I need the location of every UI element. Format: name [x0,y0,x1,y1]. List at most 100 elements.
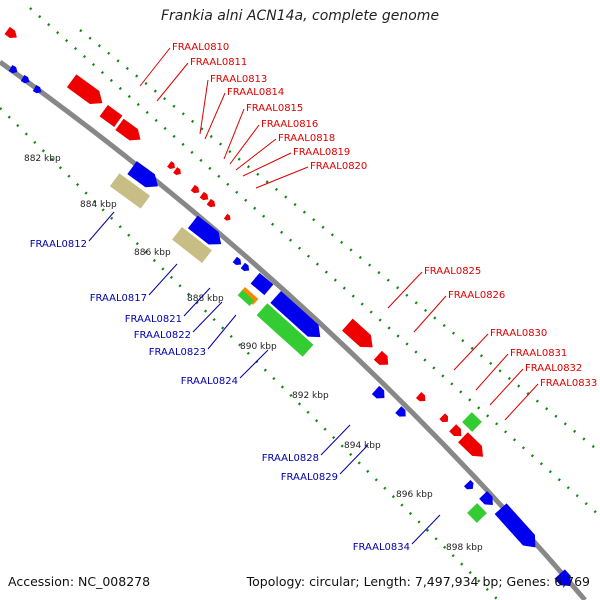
gene-glyph-23 [270,290,321,338]
label-leader-line [156,62,189,102]
gene-glyph-27 [371,385,385,399]
gene-label-top: FRAAL0815 [246,103,303,114]
gene-glyph-8 [127,161,158,188]
gene-glyph-32 [462,412,482,432]
genome-summary-text: Topology: circular; Length: 7,497,934 bp… [246,574,590,589]
gene-glyph-18 [232,256,242,266]
gene-label-top: FRAAL0811 [190,57,247,68]
gene-glyph-29 [415,392,426,402]
gene-label-top: FRAAL0816 [261,119,318,130]
gene-glyph-3 [20,74,30,84]
label-leader-line [489,368,524,406]
kbp-tick-label: 896 kbp [396,490,433,500]
gene-glyph-15 [223,213,231,221]
gene-glyph-36 [467,503,487,523]
label-leader-line [387,271,423,309]
gene-glyph-37 [494,503,536,548]
kbp-tick-label: 888 kbp [187,294,224,304]
gene-label-top: FRAAL0825 [424,266,481,277]
gene-glyph-20 [250,272,274,296]
kbp-tick-label: 898 kbp [446,543,483,553]
label-leader-line [339,444,369,475]
label-leader-line [183,287,211,317]
gene-glyph-26 [373,350,389,365]
gene-label-top: FRAAL0833 [540,378,597,389]
gene-label-top: FRAAL0831 [510,348,567,359]
gene-label-bottom: FRAAL0821 [125,314,182,325]
kbp-tick-label: 882 kbp [24,154,61,164]
gene-label-top: FRAAL0819 [293,147,350,158]
dotted-track-2 [79,29,600,453]
gene-glyph-38 [554,569,571,586]
gene-label-bottom: FRAAL0834 [353,542,410,553]
gene-glyph-33 [458,432,484,457]
label-leader-line [235,138,277,171]
gene-glyph-12 [190,184,200,194]
label-leader-line [255,166,309,189]
gene-glyph-17 [172,226,212,264]
gene-glyph-7 [115,118,141,141]
gene-label-top: FRAAL0810 [172,42,229,53]
gene-glyph-1 [4,26,17,38]
label-leader-line [204,92,226,140]
label-leader-line [199,79,209,135]
gene-glyph-19 [240,262,250,272]
label-leader-line [453,333,489,371]
label-leader-line [192,301,223,333]
label-leader-line [148,263,178,296]
label-leader-line [239,349,269,379]
label-leader-line [411,514,441,545]
dotted-track-3 [0,107,499,600]
gene-label-bottom: FRAAL0823 [149,347,206,358]
kbp-tick-label: 894 kbp [344,441,381,451]
label-leader-line [139,47,171,87]
dotted-track-1 [29,7,600,517]
gene-glyph-31 [449,424,462,437]
gene-label-bottom: FRAAL0817 [90,293,147,304]
label-leader-line [88,211,115,242]
kbp-tick-label: 892 kbp [292,391,329,401]
gene-label-top: FRAAL0832 [525,363,582,374]
label-leader-line [504,383,539,421]
gene-label-bottom: FRAAL0828 [262,453,319,464]
gene-label-top: FRAAL0820 [310,161,367,172]
gene-label-bottom: FRAAL0829 [281,472,338,483]
gene-glyph-11 [173,167,181,176]
label-leader-line [413,295,447,333]
gene-glyph-35 [479,491,493,506]
label-leader-line [475,353,509,391]
gene-glyph-10 [167,161,175,170]
gene-glyph-25 [342,318,373,348]
map-title: Frankia alni ACN14a, complete genome [160,8,440,24]
label-leader-line [320,424,351,456]
gene-glyph-24 [256,303,314,357]
gene-glyph-9 [109,173,151,209]
label-leader-line [242,152,292,177]
gene-glyph-22 [237,290,255,306]
gene-glyph-28 [395,406,406,417]
gene-label-bottom: FRAAL0822 [134,330,191,341]
gene-glyph-2 [8,64,18,74]
kbp-tick-label: 884 kbp [80,200,117,210]
gene-glyph-30 [439,413,449,423]
label-leader-line [207,314,237,350]
gene-glyph-34 [463,479,474,490]
gene-glyph-16 [187,215,222,245]
gene-glyph-13 [199,191,209,201]
gene-label-top: FRAAL0826 [448,290,505,301]
label-leader-line [229,124,260,165]
gene-glyph-6 [99,105,123,127]
gene-glyph-4 [32,84,42,94]
gene-label-top: FRAAL0814 [227,87,284,98]
gene-label-top: FRAAL0830 [490,328,547,339]
gene-label-bottom: FRAAL0812 [30,239,87,250]
gene-label-top: FRAAL0813 [210,74,267,85]
gene-glyph-14 [206,198,216,208]
gene-label-top: FRAAL0818 [278,133,335,144]
gene-label-bottom: FRAAL0824 [181,376,238,387]
label-leader-line [223,108,245,160]
kbp-tick-label: 886 kbp [134,248,171,258]
kbp-tick-label: 890 kbp [240,342,277,352]
